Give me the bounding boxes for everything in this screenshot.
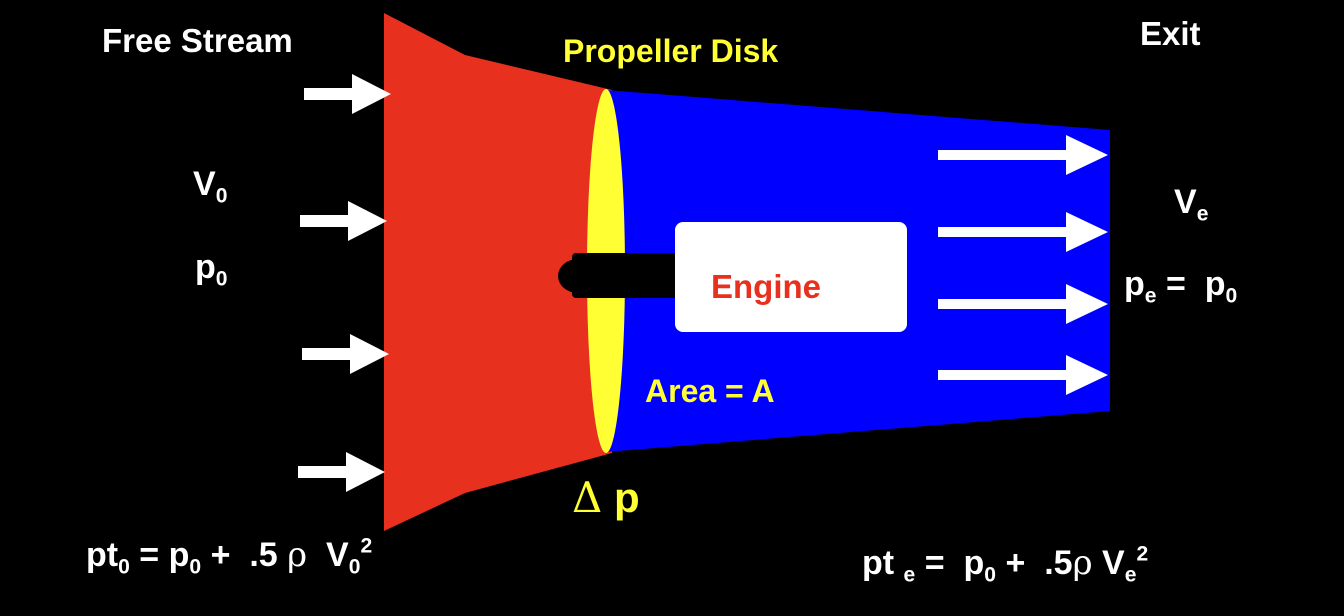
freestream-pressure: p0 (195, 248, 228, 291)
exit-arrow (938, 355, 1108, 395)
exit-arrow (938, 284, 1108, 324)
delta-variable: p (614, 474, 640, 521)
exit-title: Exit (1140, 15, 1201, 52)
exit-velocity: Ve (1174, 183, 1209, 226)
engine-shaft (572, 253, 692, 298)
freestream-arrow (298, 452, 385, 492)
freestream-arrow (300, 201, 387, 241)
exit-pressure-equation: pe = p0 (1124, 265, 1238, 308)
free-stream-title: Free Stream (102, 22, 293, 59)
freestream-arrows (298, 74, 391, 492)
inlet-stream-tube (384, 13, 612, 531)
delta-symbol: Δ (572, 473, 603, 522)
freestream-velocity: V0 (193, 165, 228, 208)
area-label: Area = A (645, 373, 775, 409)
propeller-disk-title: Propeller Disk (563, 33, 779, 69)
exit-arrow (938, 212, 1108, 252)
exit-arrows (938, 135, 1108, 395)
freestream-arrow (302, 334, 389, 374)
engine-label: Engine (711, 268, 822, 305)
exit-total-pressure-equation: pt e = p0 + .5ρ Ve2 (862, 542, 1149, 587)
engine-body (675, 222, 907, 332)
freestream-total-pressure-equation: pt0 = p0 + .5 ρ V02 (86, 534, 373, 579)
pressure-jump-label: Δ p (572, 477, 640, 519)
freestream-arrow (304, 74, 391, 114)
exit-arrow (938, 135, 1108, 175)
propeller-spinner (558, 259, 598, 293)
